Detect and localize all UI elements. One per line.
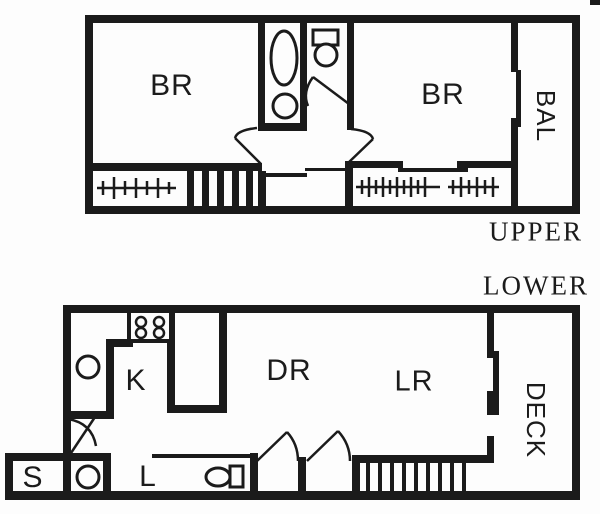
room-label-living: LR [394, 365, 434, 398]
lower-floor-plan [5, 305, 580, 500]
hall-door-swing-2-icon [306, 430, 352, 462]
upper-outer-wall-right [572, 15, 580, 214]
lower-stairs-icon [366, 463, 466, 491]
lower-stair-left-wall [352, 455, 360, 500]
upper-closet-top-wall-left [345, 161, 403, 168]
deck-sliding-door-panel-b [487, 391, 494, 415]
lower-stair-top-wall [352, 455, 493, 463]
upper-stairs-icon [187, 171, 253, 206]
upper-outer-wall-bottom [85, 206, 580, 214]
room-label-dining: DR [266, 354, 312, 387]
lower-outer-wall-top [63, 305, 580, 313]
deck-sliding-door-panel-a [493, 351, 499, 415]
kitchen-counter-stub [106, 339, 133, 347]
stair-railing-2 [305, 168, 347, 171]
hall-stub-wall [298, 457, 306, 500]
lower-outer-wall-right [572, 305, 580, 500]
bedroom-left-door-swing-icon [233, 126, 262, 165]
upper-closet-top-wall-right [457, 161, 513, 168]
pantry-left-wall [167, 305, 175, 413]
room-label-kitchen: K [125, 364, 147, 397]
stair-right-wall [258, 171, 266, 206]
balcony-wall-bottom [511, 118, 518, 214]
laundry-counter-line [152, 454, 252, 458]
storage-left-wall [5, 453, 13, 500]
lower-outer-wall-left [63, 305, 71, 461]
bedroom-right-door-swing-icon [346, 127, 375, 165]
storage-top-wall [5, 453, 111, 461]
scan-artifact [590, 0, 600, 5]
deck-wall-top [487, 313, 494, 358]
lower-toilet-bowl-icon [204, 466, 232, 488]
toilet-bowl-icon [313, 42, 339, 68]
hall-door-swing-1-icon [256, 431, 300, 462]
pantry-right-wall [219, 305, 227, 413]
upper-closet-sliding-door [398, 168, 468, 172]
balcony-sliding-door [516, 70, 521, 127]
upper-outer-wall-top [85, 15, 580, 23]
lower-toilet-tank-icon [228, 464, 245, 489]
kitchen-door-swing-icon [67, 413, 99, 457]
bathroom-tub-bottom-wall [258, 123, 307, 131]
deck-wall-bottom [487, 436, 494, 463]
bedroom-left-bottom-wall [85, 163, 262, 171]
toilet-room-right-wall [347, 15, 354, 130]
room-label-storage: S [22, 461, 44, 494]
balcony-wall-top [511, 15, 518, 72]
kitchen-counter-wall [106, 339, 114, 419]
kitchen-waist-wall [63, 411, 114, 419]
toilet-room-door-swing-icon [304, 76, 350, 107]
washer-icon [75, 464, 101, 490]
stove-burners-icon [134, 315, 166, 340]
lower-floor-label: LOWER [483, 270, 589, 301]
pantry-bottom-wall [167, 405, 227, 413]
room-label-bedroom-right: BR [421, 78, 465, 111]
storage-divider-wall [63, 453, 71, 500]
bathroom-tub-left-wall [258, 15, 265, 131]
room-label-laundry: L [139, 460, 157, 493]
upper-outer-wall-left [85, 15, 93, 214]
kitchen-sink-icon [75, 354, 101, 380]
utility-right-wall [103, 453, 111, 500]
bath-right-wall [250, 453, 258, 500]
room-label-deck: DECK [521, 381, 551, 459]
closet-rod-right2-icon [448, 177, 499, 197]
upper-floor-label: UPPER [488, 216, 584, 247]
upper-closet-left-wall [345, 161, 353, 214]
stove-icon [127, 309, 173, 343]
closet-rod-left-icon [97, 177, 176, 199]
bathtub-icon [269, 29, 299, 87]
room-label-bedroom-left: BR [150, 69, 194, 102]
room-label-balcony: BAL [531, 89, 561, 143]
bathroom-tub-right-wall [300, 15, 307, 131]
lower-outer-wall-bottom [5, 491, 580, 500]
upper-floor-plan [85, 0, 600, 214]
stair-railing-1 [266, 173, 307, 177]
closet-rod-right1-icon [356, 177, 440, 197]
bath-sink-icon [271, 92, 299, 120]
